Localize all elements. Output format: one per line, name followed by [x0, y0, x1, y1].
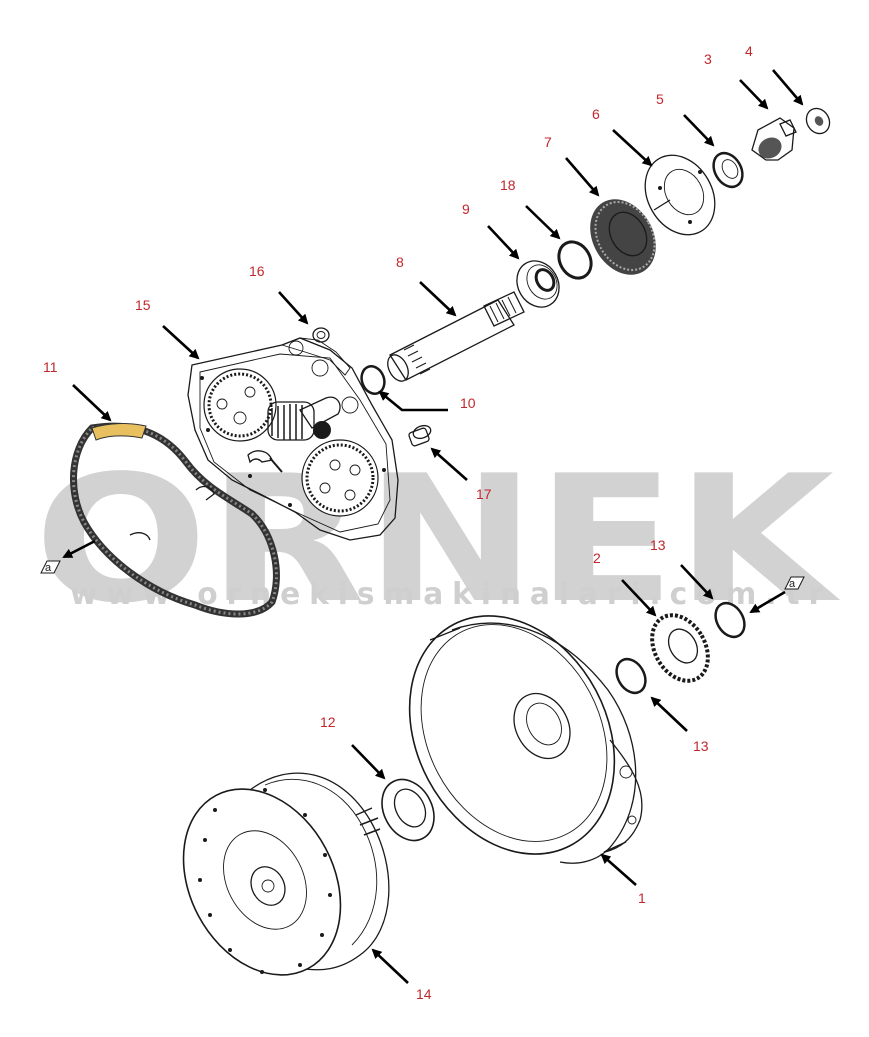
reference-marker-right: a — [784, 576, 805, 590]
watermark-brand: ORNEK — [34, 439, 840, 642]
part-12-seal — [381, 778, 435, 842]
part-3-yoke — [751, 117, 797, 161]
callout-4: 4 — [745, 43, 753, 59]
arrow-part-17 — [430, 447, 468, 481]
arrow-marker-left — [62, 539, 96, 559]
callout-labels: 3 4 5 6 7 18 9 8 16 15 11 10 17 2 13 13 … — [43, 43, 753, 1002]
marker-right-label: a — [789, 578, 796, 590]
part-10-ring — [360, 365, 386, 395]
arrow-marker-right — [749, 590, 786, 614]
arrow-part-4 — [772, 69, 804, 106]
part-5-seal — [712, 151, 744, 189]
callout-8: 8 — [396, 254, 404, 270]
callout-6: 6 — [592, 106, 600, 122]
part-11-gasket — [70, 422, 280, 618]
arrow-part-16 — [278, 291, 309, 325]
callout-13-upper: 13 — [650, 537, 666, 553]
callout-10: 10 — [460, 395, 476, 411]
part-18-ring — [557, 240, 593, 280]
arrow-part-2 — [621, 579, 657, 617]
marker-left-label: a — [45, 562, 52, 574]
part-4-washer — [805, 107, 831, 135]
callout-2: 2 — [593, 550, 601, 566]
arrow-part-11 — [72, 384, 112, 422]
part-17-plug — [408, 424, 432, 447]
callout-11: 11 — [43, 359, 58, 375]
part-13-snap-rings — [615, 601, 746, 695]
part-14-torque-converter — [182, 772, 390, 976]
part-8-shaft — [387, 291, 525, 382]
part-9-bearing — [516, 260, 560, 308]
arrow-part-5 — [683, 114, 715, 147]
part-15-pump-housing — [187, 337, 399, 541]
callout-7: 7 — [544, 134, 552, 150]
callout-1: 1 — [638, 890, 646, 906]
arrow-part-13-lower — [650, 696, 688, 732]
callout-18: 18 — [500, 177, 516, 193]
arrow-part-9 — [487, 225, 520, 260]
part-2-gear — [650, 613, 710, 683]
arrow-part-7 — [565, 157, 600, 197]
arrow-part-6 — [612, 129, 653, 167]
leader-arrows — [62, 69, 804, 984]
part-1-bell-housing — [408, 615, 643, 864]
arrow-part-8 — [419, 281, 457, 317]
callout-12: 12 — [320, 714, 336, 730]
arrow-part-10 — [378, 390, 448, 412]
arrow-part-18 — [525, 205, 561, 240]
reference-marker-left: a — [40, 560, 61, 574]
callout-5: 5 — [656, 91, 664, 107]
part-6-retainer — [644, 154, 716, 236]
watermark: ORNEK www.ornekismakinalari.com.tr — [34, 439, 840, 642]
callout-14: 14 — [416, 986, 432, 1002]
arrow-part-13-upper — [680, 564, 714, 600]
arrow-part-12 — [351, 744, 386, 780]
arrow-part-15 — [162, 325, 200, 360]
arrow-part-3 — [739, 79, 769, 110]
callout-9: 9 — [462, 201, 470, 217]
part-16-plug — [312, 327, 330, 343]
callout-17: 17 — [476, 486, 492, 502]
callout-16: 16 — [249, 263, 265, 279]
callout-3: 3 — [704, 51, 712, 67]
callout-13-lower: 13 — [693, 738, 709, 754]
callout-15: 15 — [135, 297, 151, 313]
arrow-part-1 — [600, 853, 637, 886]
part-7-plate — [590, 199, 656, 275]
arrow-part-14 — [371, 948, 409, 984]
